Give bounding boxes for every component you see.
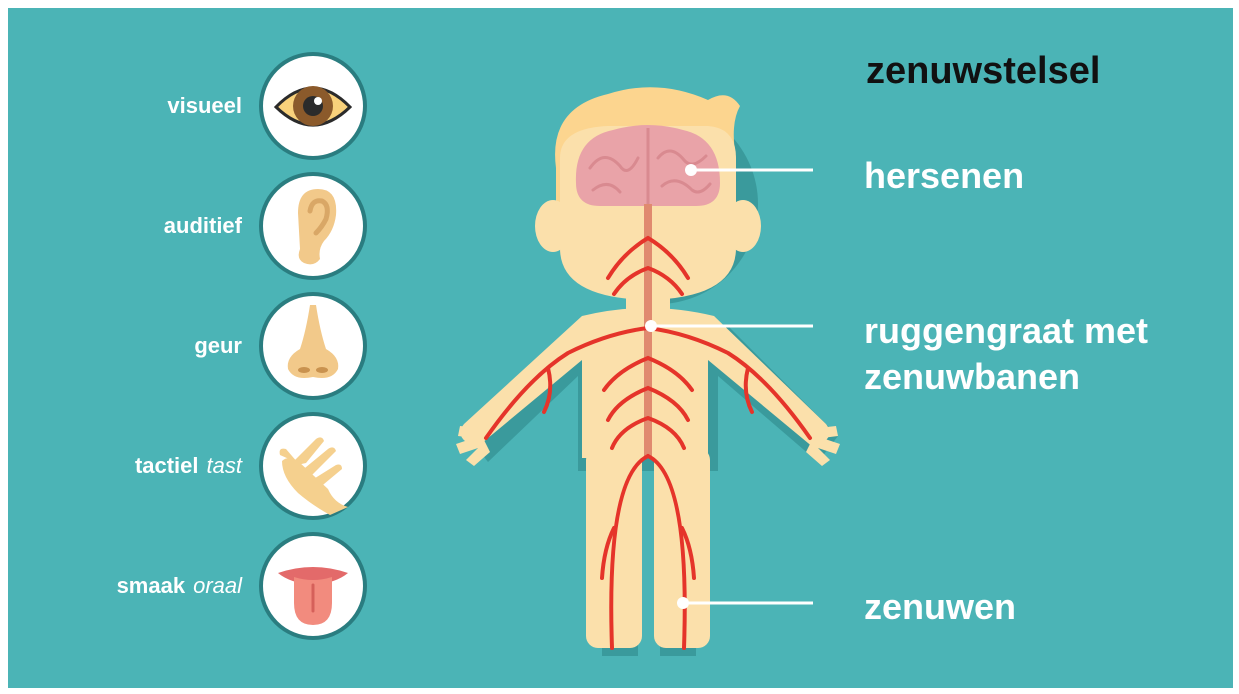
callout-spine-line2: zenuwbanen	[864, 354, 1148, 400]
callout-spine-line1: ruggengraat met	[864, 308, 1148, 354]
callout-spine: ruggengraat met zenuwbanen	[864, 308, 1148, 400]
diagram-title: zenuwstelsel	[866, 50, 1100, 93]
callout-nerves: zenuwen	[864, 584, 1016, 630]
callout-brain: hersenen	[864, 153, 1024, 199]
brain	[576, 125, 720, 206]
